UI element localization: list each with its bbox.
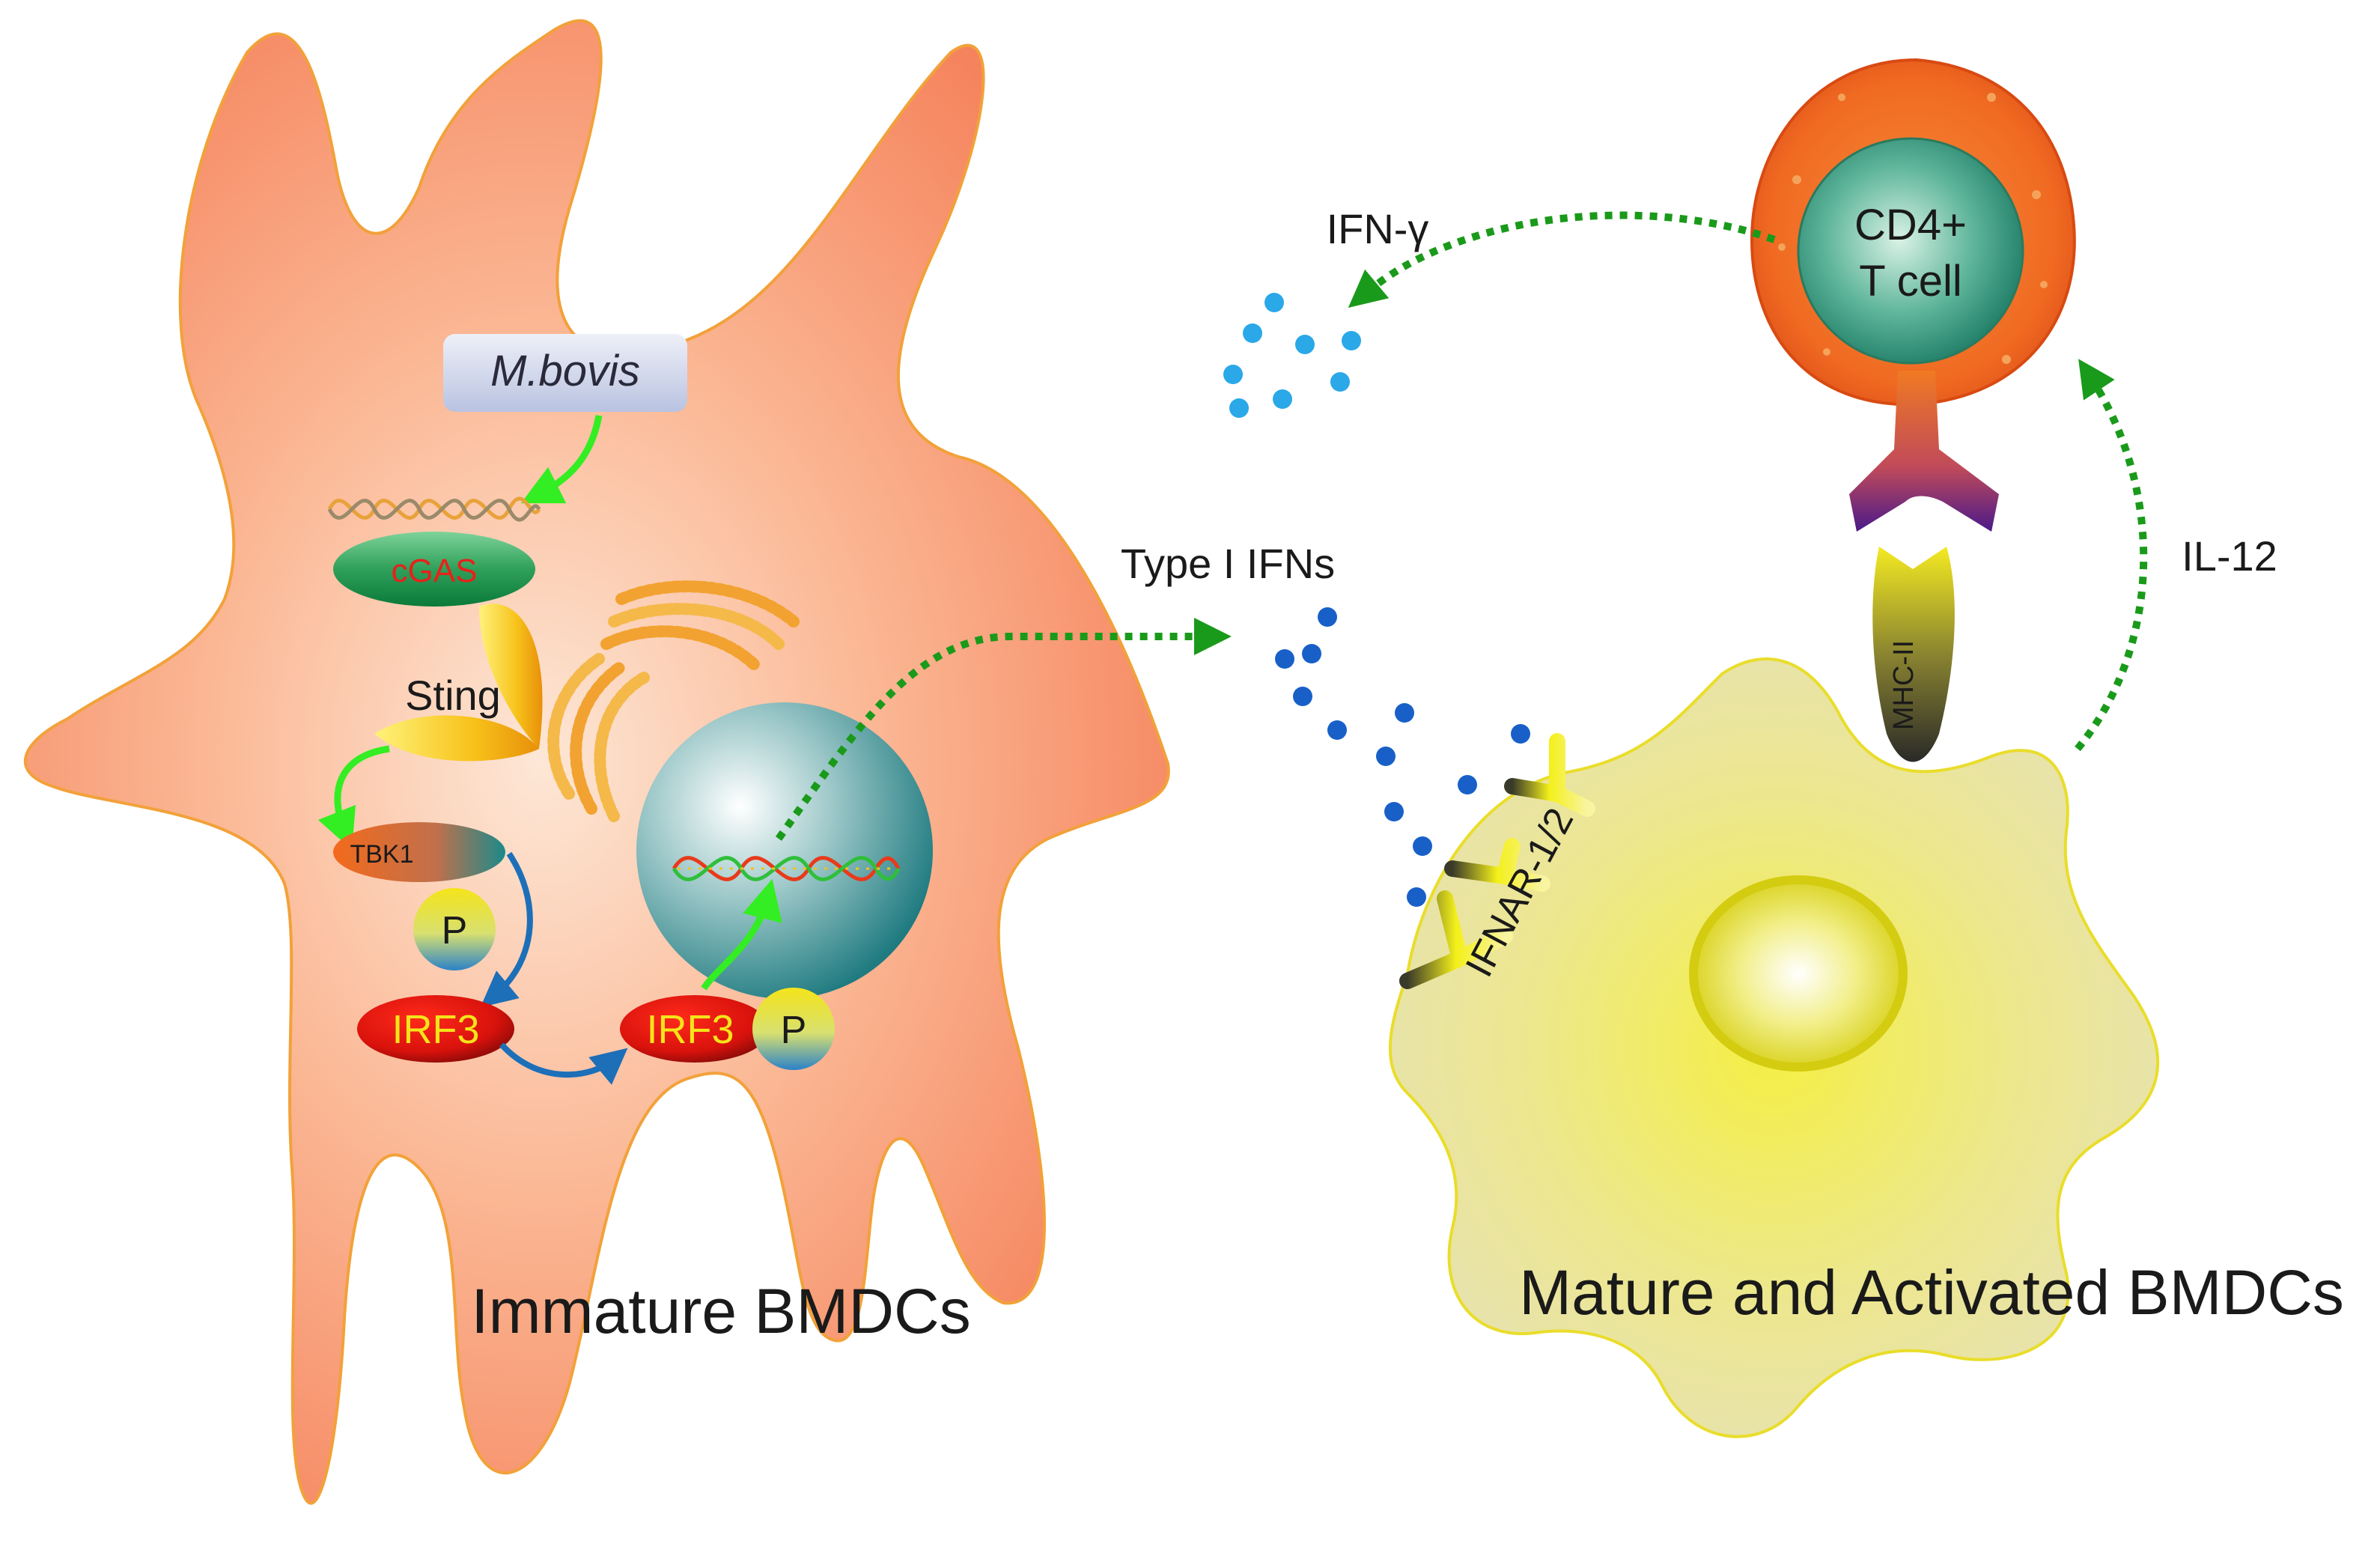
cd4-t-cell: CD4+ T cell — [1750, 58, 2076, 532]
ifng-dot — [1273, 389, 1292, 409]
mbovis-label: M.bovis — [490, 347, 640, 395]
nucleus — [636, 702, 933, 999]
t-cell-label-line1: CD4+ — [1854, 201, 1967, 249]
ifn-dot — [1376, 747, 1396, 766]
ifng-dot — [1342, 331, 1361, 350]
ifn-gamma-label: IFN-γ — [1327, 205, 1429, 252]
ifng-dot — [1264, 293, 1284, 312]
golgi-apparatus — [547, 580, 800, 822]
ifnar-receptors — [1399, 733, 1595, 989]
granule — [2032, 190, 2041, 199]
arrow-irf3-to-phospho-irf3 — [499, 1042, 628, 1085]
t-cell-label-line2: T cell — [1859, 257, 1962, 306]
ifn-dot — [1511, 724, 1530, 744]
t-cell-nucleus — [1797, 137, 2024, 365]
phospho-irf3-protein — [620, 995, 770, 1063]
ifn-dot — [1293, 687, 1312, 706]
arrow-dna-to-type1-ifns — [775, 618, 1232, 841]
sting-label: Sting — [405, 672, 501, 719]
ifn-dot — [1395, 703, 1414, 723]
arrow-tcell-to-ifng — [1348, 211, 1776, 309]
mature-bmdc-caption: Mature and Activated BMDCs — [1519, 1257, 2344, 1328]
arrow-il12-to-tcell — [2075, 359, 2148, 752]
ifnar-receptor-1 — [1399, 890, 1513, 989]
granule — [1838, 94, 1845, 101]
ifn-dot — [1407, 887, 1426, 907]
mhc-ii-protein — [1872, 547, 1955, 762]
ifn-gamma-molecules — [1223, 293, 1361, 418]
phospho-irf3-p-label: P — [781, 1009, 807, 1052]
cgas-label: cGAS — [392, 553, 478, 589]
granule — [1987, 93, 1996, 102]
type1-ifn-molecules — [1275, 607, 1530, 907]
granule — [1778, 243, 1786, 251]
ifng-dot — [1295, 335, 1315, 354]
t-cell-granules — [1778, 93, 2048, 364]
tbk1-protein — [333, 822, 505, 882]
phospho-irf3-label: IRF3 — [646, 1007, 734, 1052]
ifnar-receptor-2 — [1444, 838, 1550, 892]
ifn-dot — [1413, 836, 1432, 856]
ifng-dot — [1223, 365, 1243, 384]
irf3-protein — [357, 995, 514, 1063]
granule — [1823, 348, 1830, 356]
irf3-label: IRF3 — [392, 1007, 479, 1052]
granule — [2002, 355, 2011, 364]
cgas-protein — [333, 532, 535, 607]
type1-ifns-label: Type I IFNs — [1121, 540, 1335, 587]
ifn-dot — [1327, 720, 1347, 740]
mature-bmdc-cell — [1388, 657, 2160, 1438]
nuclear-dna-icon — [672, 856, 901, 881]
arrow-tbk1-to-irf3 — [480, 851, 533, 1008]
ifng-dot — [1229, 398, 1249, 418]
granule — [2040, 281, 2048, 288]
ifnar-receptor-3 — [1504, 733, 1595, 817]
granule — [1792, 175, 1801, 184]
ifn-dot — [1458, 775, 1477, 794]
tcr-receptor — [1849, 371, 1999, 532]
phosphate-label: P — [442, 909, 468, 952]
immature-bmdc-caption: Immature BMDCs — [471, 1276, 970, 1346]
mature-nucleus — [1689, 875, 1908, 1072]
arrow-mbovis-to-cgas — [520, 415, 603, 504]
il12-label: IL-12 — [2182, 532, 2277, 580]
ifn-dot — [1275, 649, 1294, 669]
phosphate-icon — [413, 888, 496, 970]
arrow-sting-to-tbk1 — [317, 745, 390, 851]
sting-protein — [374, 604, 543, 762]
arrow-irf3-to-dna — [701, 878, 782, 991]
cytosolic-dna-icon — [327, 496, 541, 522]
ifn-dot — [1384, 802, 1404, 821]
mbovis-box: M.bovis — [443, 334, 687, 412]
ifng-dot — [1330, 372, 1350, 392]
ifng-dot — [1243, 323, 1262, 343]
phospho-irf3-p-icon — [752, 988, 835, 1070]
mhc-ii-label: MHC-II — [1888, 640, 1920, 730]
ifn-dot — [1318, 607, 1337, 627]
ifn-dot — [1302, 644, 1321, 663]
tbk1-label: TBK1 — [350, 840, 413, 869]
